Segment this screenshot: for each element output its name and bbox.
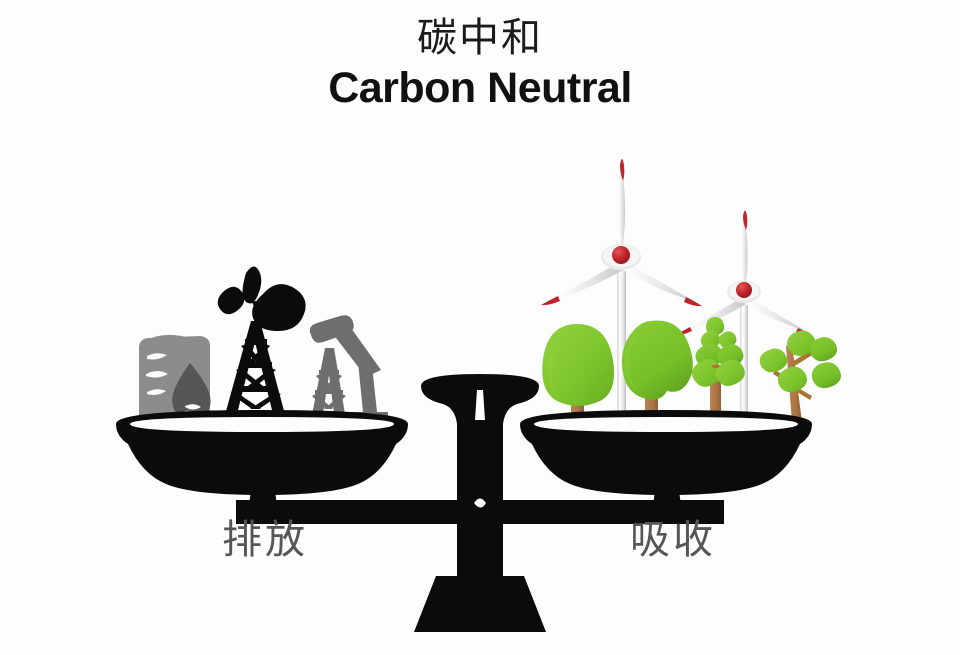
absorption-pan-contents xyxy=(541,159,841,423)
emissions-pan-contents xyxy=(139,266,388,426)
broadleaf-tree-icon xyxy=(621,320,693,423)
label-emissions: 排放 xyxy=(222,517,308,563)
sapling-tree-icon xyxy=(759,330,841,422)
title-chinese: 碳中和 xyxy=(417,15,543,61)
balance-scale xyxy=(116,374,812,632)
title-english: Carbon Neutral xyxy=(328,64,632,112)
pumpjack-icon xyxy=(300,315,388,426)
broadleaf-tree-icon xyxy=(542,324,615,423)
wind-turbine-icon xyxy=(541,159,702,420)
balance-column xyxy=(421,374,539,590)
page-title: 碳中和 Carbon Neutral xyxy=(0,14,960,114)
conifer-tree-icon xyxy=(691,317,745,423)
oil-splash-icon xyxy=(217,266,306,331)
label-absorption: 吸收 xyxy=(630,517,716,563)
wind-turbine-icon xyxy=(675,210,812,418)
left-pan xyxy=(116,410,408,512)
right-pan xyxy=(520,410,812,512)
balance-base xyxy=(414,576,546,632)
